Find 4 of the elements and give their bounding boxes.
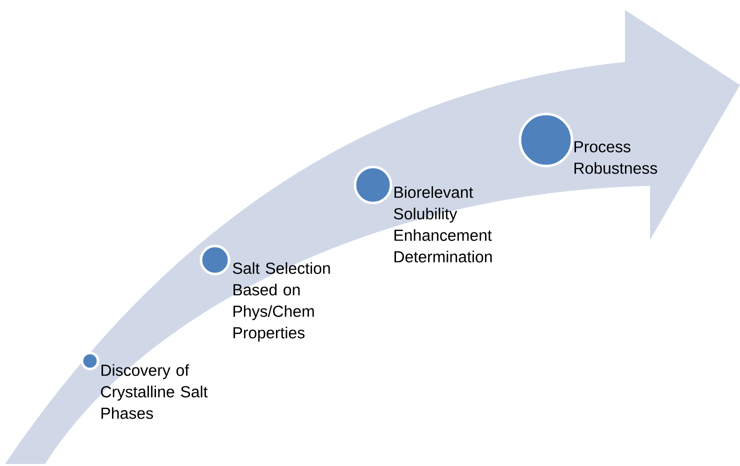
step-label: Discovery of Crystalline Salt Phases	[101, 364, 208, 419]
step-label: Salt Selection Based on Phys/Chem Properties	[232, 262, 330, 342]
step-label: Process Robustness	[574, 141, 658, 174]
step-label: Biorelevant Solubility Enhancement Determination	[394, 186, 492, 262]
